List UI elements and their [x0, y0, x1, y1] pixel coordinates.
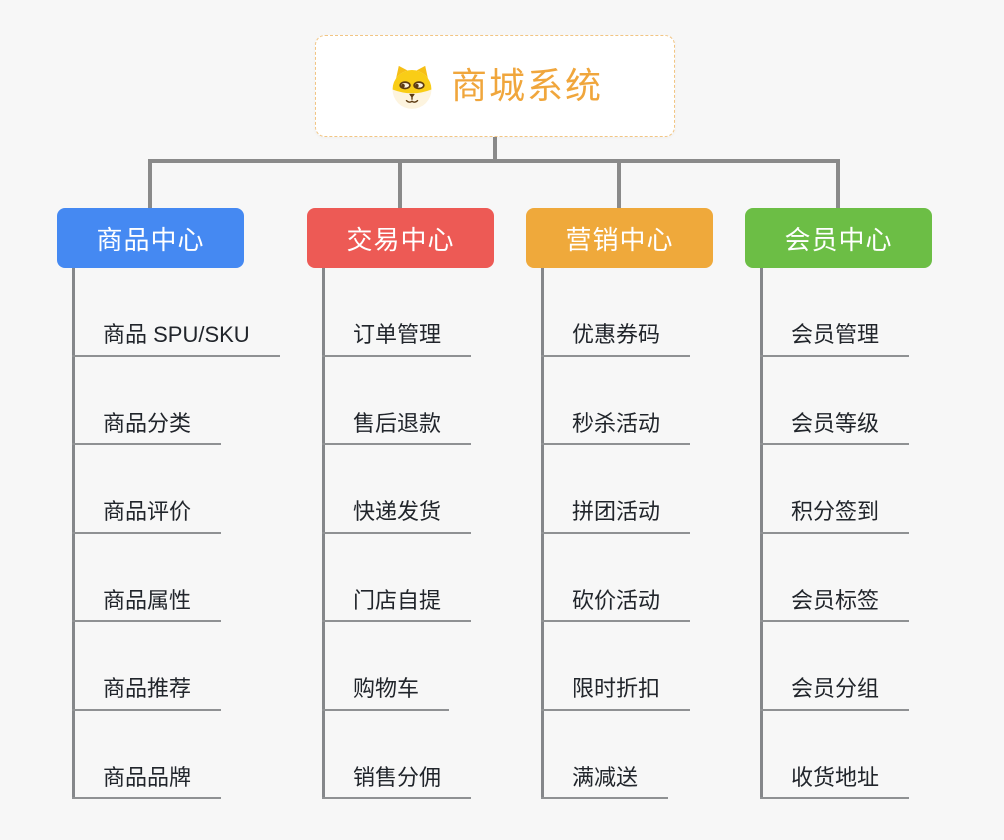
child-node-label[interactable]: 收货地址	[760, 764, 910, 799]
branch-rail-line	[541, 268, 544, 799]
branch-2: 营销中心优惠券码秒杀活动拼团活动砍价活动限时折扣满减送	[526, 208, 713, 808]
child-node-label[interactable]: 限时折扣	[541, 675, 691, 711]
branch-header-node[interactable]: 交易中心	[307, 208, 494, 268]
child-node-label[interactable]: 订单管理	[322, 321, 472, 357]
branch-3: 会员中心会员管理会员等级积分签到会员标签会员分组收货地址	[745, 208, 932, 808]
branch-header-node[interactable]: 商品中心	[57, 208, 244, 268]
dog-face-icon	[392, 65, 432, 109]
child-node-label[interactable]: 会员等级	[760, 410, 910, 445]
connector-drop	[148, 159, 152, 208]
connector-horizontal-bus	[148, 159, 840, 163]
connector-drop	[836, 159, 840, 208]
child-node-label[interactable]: 商品推荐	[72, 675, 222, 711]
branch-rail-line	[760, 268, 763, 799]
connector-root-stem	[493, 137, 497, 163]
root-node-title: 商城系统	[450, 65, 603, 106]
branch-header-node[interactable]: 营销中心	[526, 208, 713, 268]
child-node-label[interactable]: 会员分组	[760, 675, 910, 711]
root-node[interactable]: 商城系统	[315, 35, 675, 137]
branch-header-node[interactable]: 会员中心	[745, 208, 932, 268]
branch-rail-line	[72, 268, 75, 799]
child-node-label[interactable]: 销售分佣	[322, 764, 472, 799]
child-node-label[interactable]: 商品 SPU/SKU	[72, 321, 280, 357]
child-node-label[interactable]: 满减送	[541, 764, 669, 799]
child-node-label[interactable]: 商品评价	[72, 498, 222, 534]
branch-1: 交易中心订单管理售后退款快递发货门店自提购物车销售分佣	[307, 208, 494, 808]
branch-rail-line	[322, 268, 325, 799]
connector-drop	[398, 159, 402, 208]
child-node-label[interactable]: 会员标签	[760, 587, 910, 622]
child-node-label[interactable]: 拼团活动	[541, 498, 691, 534]
child-node-label[interactable]: 门店自提	[322, 587, 472, 622]
child-node-label[interactable]: 商品分类	[72, 410, 222, 445]
child-node-label[interactable]: 积分签到	[760, 498, 910, 534]
child-node-label[interactable]: 售后退款	[322, 410, 472, 445]
child-node-label[interactable]: 优惠券码	[541, 321, 691, 357]
child-node-label[interactable]: 会员管理	[760, 321, 910, 357]
child-node-label[interactable]: 秒杀活动	[541, 410, 691, 445]
child-node-label[interactable]: 购物车	[322, 675, 450, 711]
child-node-label[interactable]: 商品品牌	[72, 764, 222, 799]
child-node-label[interactable]: 砍价活动	[541, 587, 691, 622]
connector-drop	[617, 159, 621, 208]
child-node-label[interactable]: 快递发货	[322, 498, 472, 534]
child-node-label[interactable]: 商品属性	[72, 587, 222, 622]
branch-0: 商品中心商品 SPU/SKU 商品分类商品评价商品属性商品推荐商品品牌	[57, 208, 280, 808]
